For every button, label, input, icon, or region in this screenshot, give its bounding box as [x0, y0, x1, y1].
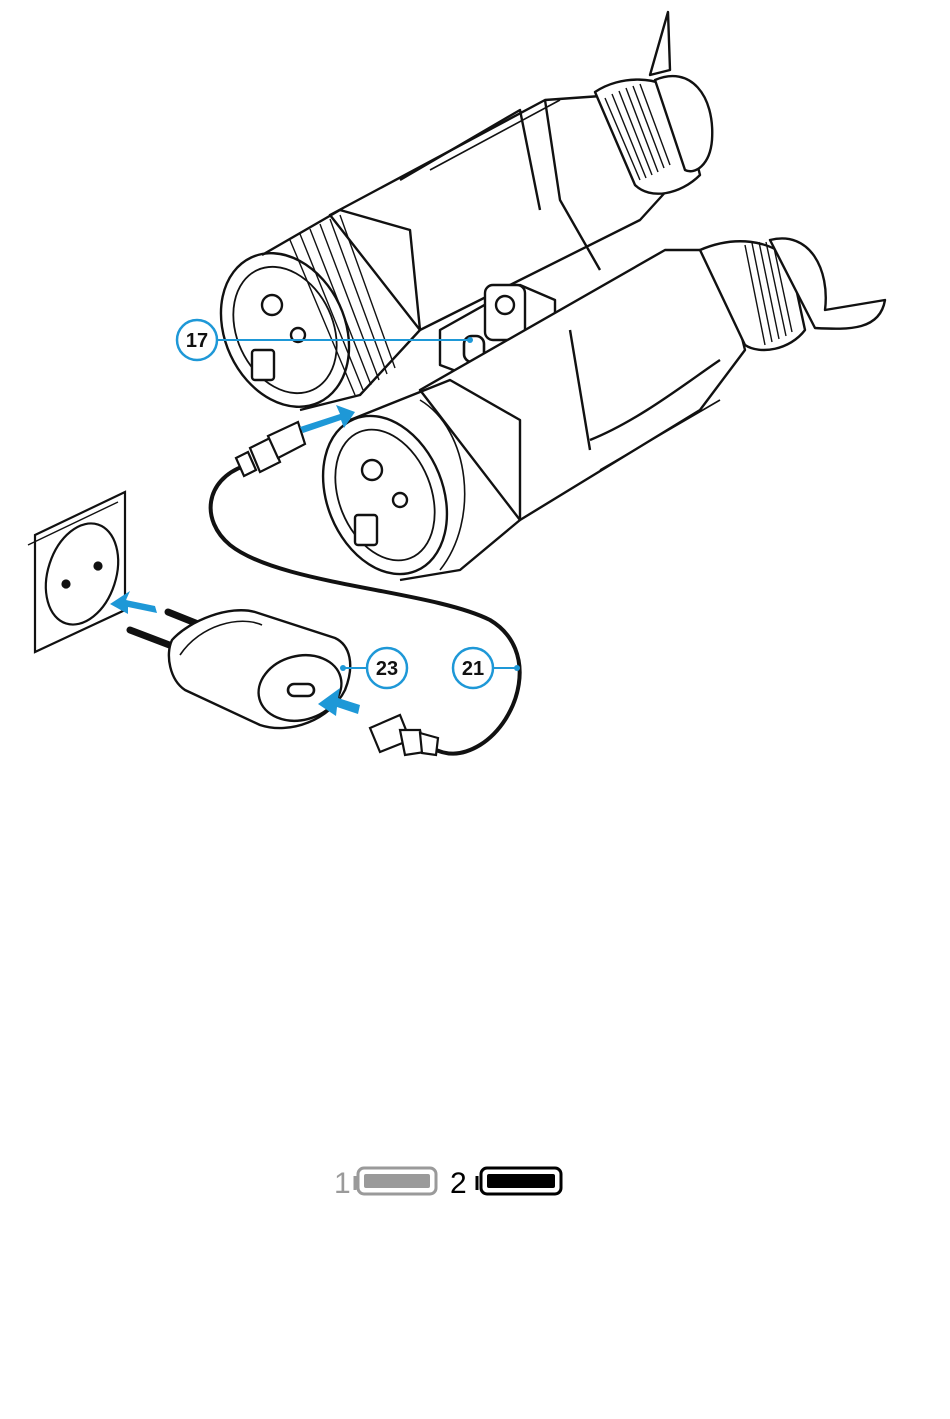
battery-charging-icon [355, 1168, 436, 1194]
callout-23: 23 [340, 648, 407, 688]
binoculars-illustration [197, 12, 885, 593]
battery-state-2-label: 2 [450, 1167, 467, 1200]
battery-indicator: 1 2 [334, 1167, 561, 1200]
power-adapter [130, 610, 350, 730]
battery-charged-icon [477, 1168, 561, 1194]
callout-21: 21 [453, 648, 520, 688]
callout-17-label: 17 [186, 330, 208, 352]
battery-state-1-label: 1 [334, 1167, 351, 1200]
callout-23-label: 23 [376, 658, 398, 680]
callout-21-label: 21 [462, 658, 484, 680]
wall-socket [28, 492, 130, 652]
